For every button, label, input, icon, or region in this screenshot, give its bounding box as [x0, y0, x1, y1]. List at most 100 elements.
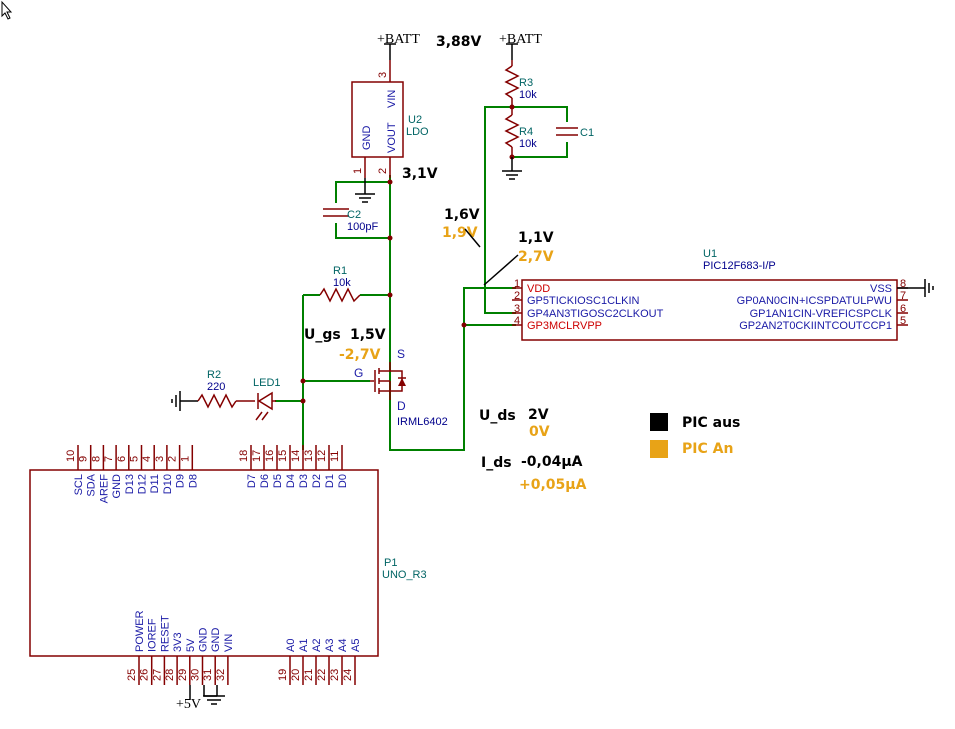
mouse-cursor-icon: [1, 0, 13, 20]
u2-gnd-label: GND: [361, 126, 373, 151]
u1-pin-num: 5: [900, 315, 906, 327]
p1-pin-name: D4: [285, 474, 297, 488]
p1-pin-num: 16: [264, 450, 276, 462]
p1-pin-num: 8: [90, 456, 102, 462]
ugs-label: U_gs: [304, 327, 341, 343]
batt-left-symbol: +BATT: [377, 32, 420, 60]
p1-pin-name: 5V: [185, 638, 197, 652]
p1-pin-name: POWER: [134, 610, 146, 652]
p1-pin-name: D6: [259, 474, 271, 488]
p1-pin-num: 22: [316, 669, 328, 681]
u2-pin1-num: 1: [352, 168, 364, 174]
p1-pin-num: 12: [316, 450, 328, 462]
p1-pin-num: 20: [290, 669, 302, 681]
r3-ref: R3: [519, 77, 533, 89]
c1-ref: C1: [580, 127, 594, 139]
p1-pin-name: A1: [298, 639, 310, 652]
legend-label-an: PIC An: [682, 441, 733, 457]
p1-pin-name: D11: [149, 474, 161, 493]
u1-value: PIC12F683-I/P: [703, 260, 776, 272]
p1-pin-name: A2: [311, 639, 323, 652]
c2-ref: C2: [347, 209, 361, 221]
p1-pin-name: D10: [162, 474, 174, 494]
led1-ref: LED1: [253, 377, 281, 389]
u2-vout-label: VOUT: [386, 122, 398, 153]
p1-pin-num: 17: [251, 450, 263, 462]
p1-pin-num: 25: [126, 669, 138, 681]
u2-pin2-num: 2: [377, 168, 389, 174]
u1-pin-num: 7: [900, 290, 906, 302]
p1-pin-name: IOREF: [147, 618, 159, 652]
p1-pin-num: 26: [139, 669, 151, 681]
p1-pin-name: D2: [311, 474, 323, 488]
u1-pin-num: 6: [900, 303, 906, 315]
p1-pin-name: VIN: [223, 634, 235, 652]
u1-pin-num: 3: [514, 303, 520, 315]
u1-pin-name: VSS: [870, 283, 892, 295]
p1-pin-name: GND: [111, 474, 123, 499]
p1-pin-name: D7: [246, 474, 258, 488]
p1-pin-name: D5: [272, 474, 284, 488]
p1-pin-name: A5: [350, 639, 362, 652]
p1-pin-num: 3: [154, 456, 166, 462]
p1-pin-name: 3V3: [172, 632, 184, 652]
p1-pin-name: A0: [285, 639, 297, 652]
r4-ref: R4: [519, 126, 533, 138]
c2-value: 100pF: [347, 221, 378, 233]
q1-gate-label: G: [354, 366, 363, 380]
p1-pin-num: 2: [167, 456, 179, 462]
batt-left-label: +BATT: [377, 32, 420, 47]
legend-swatch-aus: [650, 413, 668, 431]
p1-pin-name: SDA: [86, 473, 98, 496]
p1-pin-num: 10: [65, 450, 77, 462]
ugs-on: -2,7V: [339, 347, 381, 363]
p1-pin-name: D13: [124, 474, 136, 494]
ids-off: -0,04µA: [521, 454, 583, 470]
p1-pin-num: 5: [129, 456, 141, 462]
u1-ref: U1: [703, 248, 717, 260]
plus5v-label: +5V: [176, 697, 201, 712]
p1-pin-num: 30: [190, 669, 202, 681]
p1-pin-num: 28: [164, 669, 176, 681]
p1-pin-num: 15: [277, 450, 289, 462]
p1-pin-num: 27: [151, 669, 163, 681]
v-divider-on: 1,9V: [442, 225, 478, 241]
legend: PIC aus PIC An: [650, 413, 740, 458]
p1-pin-name: D12: [137, 474, 149, 494]
r3-resistor: R3 10k: [504, 60, 537, 107]
ids-label: I_ds: [481, 455, 512, 471]
u1-pin-name: GP2AN2T0CKIINTCOUTCCP1: [739, 320, 892, 332]
p1-pin-num: 31: [202, 669, 214, 681]
p1-pin-name: D3: [298, 474, 310, 488]
p1-pin-num: 13: [303, 450, 315, 462]
u1-pin-name: VDD: [527, 283, 550, 295]
uds-label: U_ds: [479, 408, 516, 424]
p1-pin-num: 21: [303, 669, 315, 681]
p1-pin-name: SCL: [73, 474, 85, 495]
p1-pin-name: AREF: [98, 474, 110, 504]
r4-resistor: R4 10k: [502, 107, 537, 180]
p1-pin-name: A3: [324, 639, 336, 652]
q1-value: IRML6402: [397, 416, 448, 428]
c2-capacitor: C2 100pF: [322, 203, 378, 233]
p1-pin-num: 14: [290, 450, 302, 462]
p1-pin-num: 18: [238, 450, 250, 462]
u1-pin-name: GP4AN3TIGOSC2CLKOUT: [527, 308, 664, 320]
p1-pin-num: 24: [342, 669, 354, 681]
q1-drain-label: D: [397, 399, 406, 413]
u2-vin-label: VIN: [386, 90, 398, 108]
v-batt: 3,88V: [436, 34, 482, 50]
r4-value: 10k: [519, 138, 537, 150]
c1-capacitor: C1: [555, 122, 594, 142]
u2-value: LDO: [406, 126, 429, 138]
u1-pin-name: GP5TICKIOSC1CLKIN: [527, 295, 640, 307]
p1-pin-name: D1: [324, 474, 336, 488]
u1-pin-num: 2: [514, 290, 520, 302]
r2-ref: R2: [207, 369, 221, 381]
u1-pin-name: GP3MCLRVPP: [527, 320, 602, 332]
p1-arduino: P1 UNO_R3 10SCL9SDA8AREF7GND6D135D124D11…: [29, 445, 427, 712]
u1-pin-name: GP0AN0CIN+ICSPDATULPWU: [737, 295, 892, 307]
r3-value: 10k: [519, 89, 537, 101]
